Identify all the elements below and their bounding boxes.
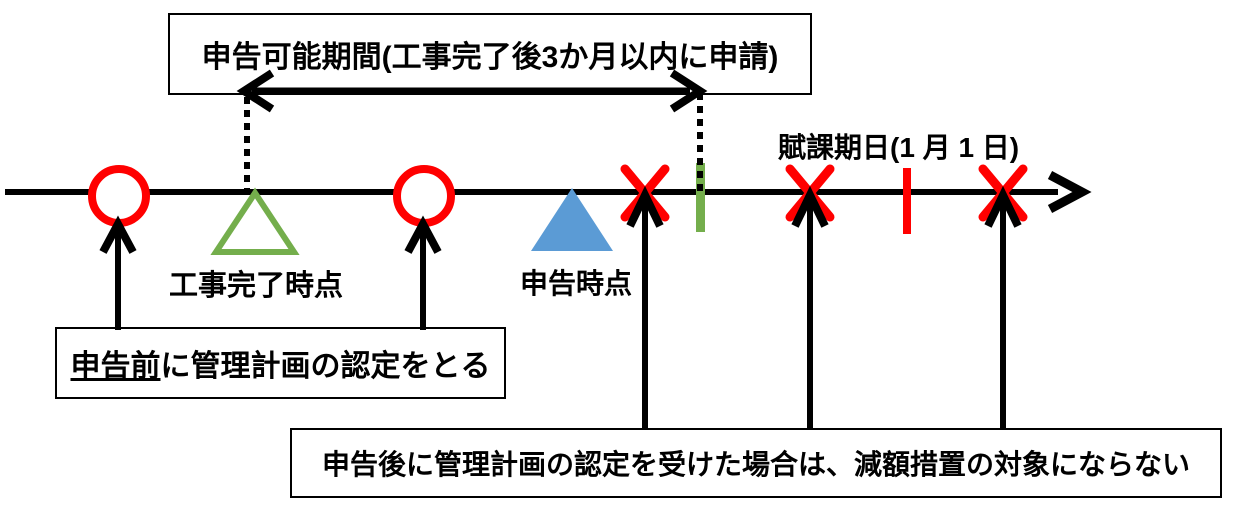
- arrowhead-up-icon: [99, 215, 137, 254]
- timeline-axis: [5, 171, 1092, 213]
- green-triangle-outline-marker: [210, 187, 300, 255]
- red-x-marker-2: [785, 164, 835, 222]
- red-x-marker-3: [978, 164, 1028, 222]
- arrowhead-up-icon: [404, 215, 442, 254]
- red-circle-marker-1: [88, 165, 150, 227]
- blue-triangle-filled-marker: [531, 188, 613, 251]
- timeline-arrowhead-icon: [1047, 171, 1092, 213]
- red-circle-marker-2: [393, 165, 455, 227]
- red-x-marker-1: [620, 164, 670, 222]
- green-tick-marker: [696, 163, 705, 232]
- after-note-label: 申告後に管理計画の認定を受けた場合は、減額措置の対象にならない: [321, 449, 1190, 480]
- pointer-arrow-x-1: [626, 185, 664, 430]
- before-declaration-note-box: 申告前に管理計画の認定をとる: [55, 327, 506, 399]
- period-box: 申告可能期間(工事完了後3か月以内に申請): [168, 13, 812, 95]
- completion-point-label: 工事完了時点: [169, 270, 344, 302]
- arrowhead-up-icon: [791, 185, 829, 228]
- pointer-arrow-x-3: [984, 185, 1022, 430]
- after-declaration-note-box: 申告後に管理計画の認定を受けた場合は、減額措置の対象にならない: [290, 428, 1222, 498]
- arrowhead-up-icon: [626, 185, 664, 228]
- period-box-label: 申告可能期間(工事完了後3か月以内に申請): [201, 41, 779, 74]
- before-note-label: 申告前に管理計画の認定をとる: [71, 341, 491, 385]
- pointer-arrow-circle-2: [404, 215, 442, 330]
- declaration-point-label: 申告時点: [520, 268, 633, 299]
- red-tick-marker: [903, 168, 911, 234]
- arrowhead-up-icon: [984, 185, 1022, 228]
- before-note-underlined: 申告前: [70, 350, 161, 383]
- assessment-date-label: 賦課期日(1 月 1 日): [778, 132, 1020, 163]
- pointer-arrow-circle-1: [99, 215, 137, 330]
- pointer-arrow-x-2: [791, 185, 829, 430]
- before-note-rest: に管理計画の認定をとる: [160, 350, 491, 383]
